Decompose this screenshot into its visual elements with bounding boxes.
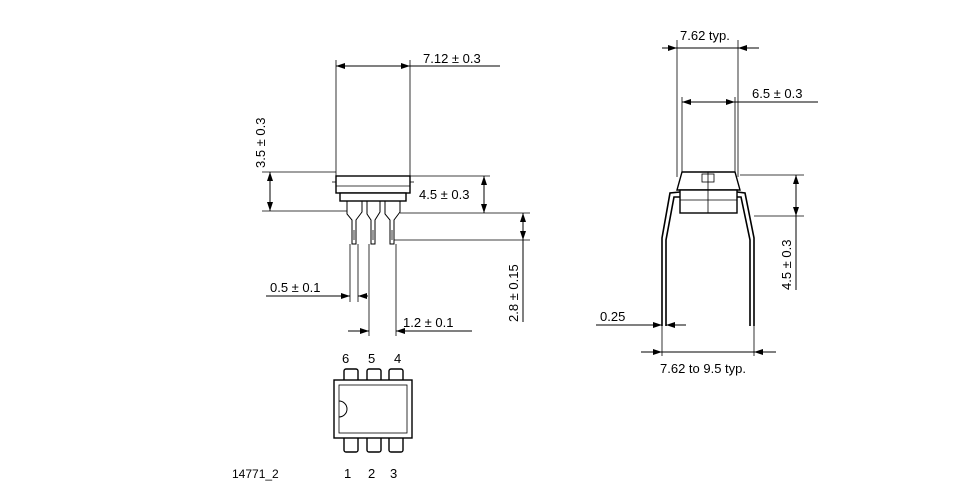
pin-label-2: 2: [368, 466, 375, 481]
package-body-front: [335, 175, 411, 194]
drawing-id: 14771_2: [232, 467, 279, 481]
pin-label-1: 1: [344, 466, 351, 481]
package-body-side: [676, 171, 741, 191]
front-lead-length-label: 2.8 ± 0.15: [506, 264, 521, 322]
pin-label-3: 3: [390, 466, 397, 481]
pin1-notch: [338, 400, 348, 418]
front-leads: [346, 201, 401, 245]
pin-label-6: 6: [342, 351, 349, 366]
side-lead-thickness-label: 0.25: [600, 309, 625, 324]
pin-label-4: 4: [394, 351, 401, 366]
side-row-spacing-label: 7.62 typ.: [680, 28, 730, 43]
front-seat-label: 4.5 ± 0.3: [419, 187, 470, 202]
side-spread-label: 7.62 to 9.5 typ.: [660, 361, 746, 376]
front-lead-pitch-label: 1.2 ± 0.1: [403, 315, 454, 330]
front-height-label: 3.5 ± 0.3: [253, 117, 268, 168]
top-view: 6 5 4 1 2 3: [333, 351, 413, 481]
front-width-label: 7.12 ± 0.3: [423, 51, 481, 66]
side-lead-left: [661, 191, 681, 326]
side-view: 7.62 typ. 6.5 ± 0.3 4.5 ± 0.3 0.25: [596, 28, 818, 376]
side-lead-right: [736, 191, 755, 326]
pin-label-5: 5: [368, 351, 375, 366]
front-view: 7.12 ± 0.3 3.5 ± 0.3 4.5 ± 0.3: [253, 51, 530, 336]
side-body-width-label: 6.5 ± 0.3: [752, 86, 803, 101]
front-lead-width-label: 0.5 ± 0.1: [270, 280, 321, 295]
package-body-top: [333, 379, 413, 439]
side-height-label: 4.5 ± 0.3: [779, 239, 794, 290]
